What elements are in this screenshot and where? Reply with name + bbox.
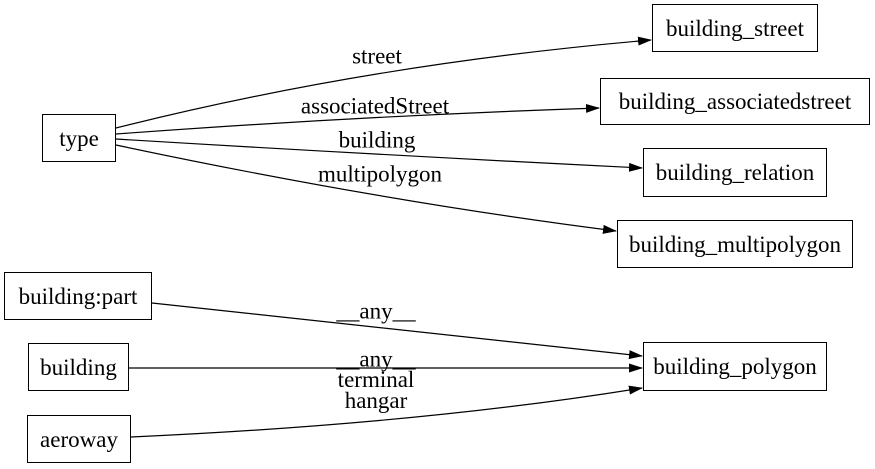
node-building-part: building:part <box>4 272 152 320</box>
node-building-associatedstreet-label: building_associatedstreet <box>618 89 852 114</box>
node-building-multipolygon-label: building_multipolygon <box>628 231 842 257</box>
edge-building-part-to-building_polygon <box>151 302 643 360</box>
edge-label-any-building: __any__ <box>336 346 416 372</box>
edge-aeroway-to-building_polygon <box>130 385 643 438</box>
node-building-label: building <box>40 354 117 380</box>
node-building: building <box>28 343 129 391</box>
node-building-relation-label: building_relation <box>655 160 815 185</box>
node-aeroway: aeroway <box>27 415 131 463</box>
edge-label-terminal: terminal <box>337 367 415 392</box>
node-building-polygon: building_polygon <box>643 342 827 391</box>
edge-type-to-building_relation <box>115 138 643 172</box>
edge-label-street: street <box>352 43 402 69</box>
node-building-multipolygon: building_multipolygon <box>617 220 853 268</box>
edge-label-building: building <box>338 127 416 153</box>
node-building-street: building_street <box>652 4 818 52</box>
edge-label-hangar: hangar <box>344 388 408 413</box>
edge-label-associatedstreet: associatedStreet <box>300 93 450 119</box>
edge-type-to-building_associatedstreet <box>115 103 600 135</box>
node-building-street-label: building_street <box>666 15 804 41</box>
node-type-label: type <box>59 125 99 151</box>
edge-label-multipolygon: multipolygon <box>318 161 442 187</box>
node-building-part-label: building:part <box>18 283 138 309</box>
edge-label-any-building-part: __any__ <box>336 298 416 324</box>
node-aeroway-label: aeroway <box>40 426 118 452</box>
node-building-associatedstreet: building_associatedstreet <box>600 78 870 125</box>
edge-type-to-building_street <box>115 36 652 129</box>
edge-type-to-building_multipolygon <box>115 144 617 234</box>
node-building-polygon-label: building_polygon <box>653 354 817 379</box>
edge-label-terminal-hangar: terminal hangar <box>337 367 415 413</box>
node-type: type <box>42 114 116 162</box>
node-building-relation: building_relation <box>643 148 827 197</box>
